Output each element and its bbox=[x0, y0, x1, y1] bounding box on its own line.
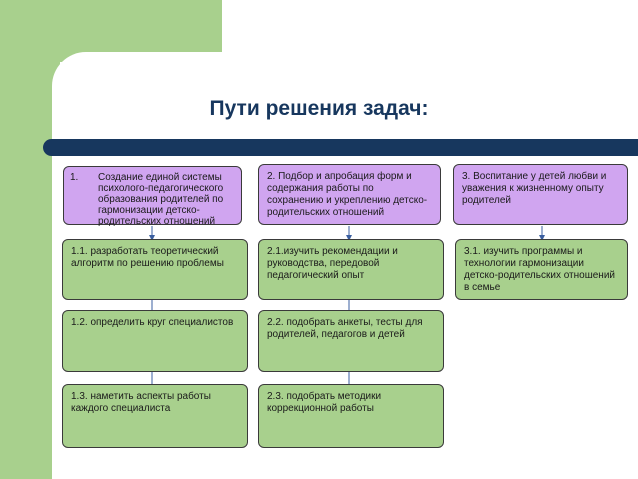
background-accent-left bbox=[0, 0, 60, 479]
column-2-item-1: 2.1.изучить рекомендации и руководства, … bbox=[258, 239, 444, 300]
column-3-item-1: 3.1. изучить программы и технологии гарм… bbox=[455, 239, 628, 300]
column-2-header: 2. Подбор и апробация форм и содержания … bbox=[258, 164, 441, 225]
column-1-item-1: 1.1. разработать теоретический алгоритм … bbox=[62, 239, 248, 300]
column-1-header-text: Создание единой системы психолого-педаго… bbox=[98, 172, 224, 227]
column-3-header: 3. Воспитание у детей любви и уважения к… bbox=[453, 164, 628, 225]
column-1-item-2: 1.2. определить круг специалистов bbox=[62, 310, 248, 372]
background-accent-top bbox=[0, 0, 222, 62]
column-2-item-2: 2.2. подобрать анкеты, тесты для родител… bbox=[258, 310, 444, 372]
title-divider-bar bbox=[43, 139, 638, 156]
column-2-item-3: 2.3. подобрать методики коррекционной ра… bbox=[258, 384, 444, 448]
slide-title: Пути решения задач: bbox=[209, 97, 429, 120]
column-1-header: 1. Создание единой системы психолого-пед… bbox=[63, 166, 242, 227]
column-1-header-number: 1. bbox=[70, 172, 79, 183]
column-1-item-3: 1.3. наметить аспекты работы каждого спе… bbox=[62, 384, 248, 448]
